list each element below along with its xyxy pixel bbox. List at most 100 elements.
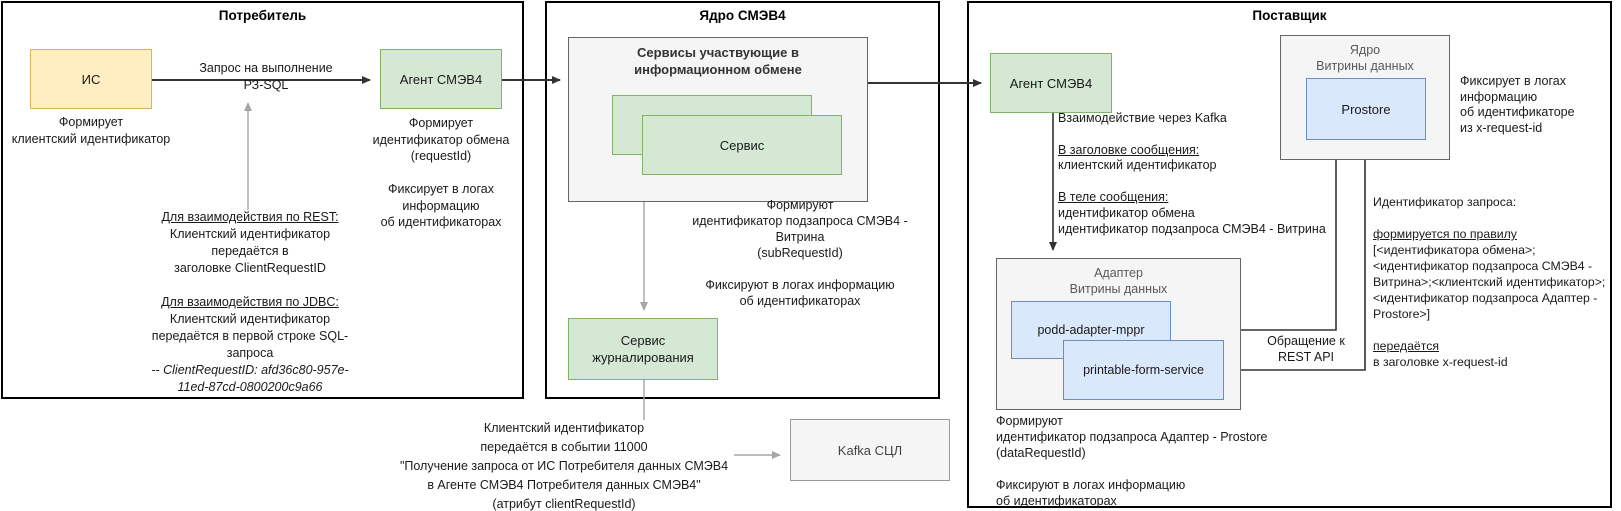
text-line [996, 461, 1296, 477]
provider-section-title: Поставщик [1252, 8, 1327, 23]
text-line: формируется по правилу [1373, 227, 1517, 241]
core-section-title: Ядро СМЭВ4 [699, 8, 786, 23]
text-line: об идентификаторах [996, 494, 1117, 508]
text-line: Для взаимодействия по JDBC: [161, 295, 339, 309]
text-line: Формируют [996, 414, 1063, 428]
text-line: Формирует [58, 115, 124, 129]
is-system-caption: Формирует клиентский идентификатор [5, 114, 177, 148]
text-line: клиентский идентификатор [11, 132, 171, 146]
consumer-section-title: Потребитель [218, 8, 307, 23]
text-line: 11ed-87cd-0800200c9a66 [177, 380, 323, 394]
text-line: "Получение запроса от ИС Потребителя дан… [399, 459, 729, 473]
event-11000-note: Клиентский идентификатор передаётся в соб… [385, 419, 743, 511]
provider-section: Поставщик [967, 1, 1612, 508]
text-line: Формируют [766, 198, 834, 212]
services-caption: Формируют идентификатор подзапроса СМЭВ4 … [655, 197, 945, 309]
printable-form-service-box: printable-form-service [1063, 340, 1224, 400]
text-line: REST API [1277, 350, 1335, 364]
consumer-agent-box: Агент СМЭВ4 [380, 49, 502, 109]
text-line: (атрибут clientRequestId) [492, 497, 636, 511]
text-line: Адаптер [1094, 266, 1143, 280]
text-line: <идентификатор подзапроса Адаптер - [1373, 291, 1598, 305]
text-line: об идентификаторах [739, 294, 861, 308]
text-line: из x-request-id [1460, 120, 1543, 135]
podd-adapter-label: podd-adapter-mppr [1037, 323, 1145, 337]
text-line [346, 165, 536, 182]
kafka-scl-label: Kafka СЦЛ [837, 442, 903, 458]
text-line [1058, 174, 1343, 190]
text-line: (dataRequestId) [996, 446, 1086, 460]
text-line: в заголовке x-request-id [1373, 355, 1508, 369]
text-line: Обращение к [1267, 334, 1345, 348]
text-line: заголовке ClientRequestID [174, 261, 326, 275]
provider-agent-box: Агент СМЭВ4 [990, 53, 1112, 113]
text-line: Фиксируют в логах информацию [705, 278, 895, 292]
text-line: Витрины данных [1069, 282, 1168, 296]
prostore-label: Prostore [1341, 101, 1391, 117]
text-line: Клиентский идентификатор [483, 421, 645, 435]
text-line: информацию [1460, 89, 1538, 104]
text-line: Клиентский идентификатор [169, 312, 331, 326]
text-line: журналирования [592, 350, 694, 365]
text-line [118, 277, 382, 294]
text-line: Ядро [1349, 43, 1381, 57]
consumer-section: Потребитель [1, 1, 524, 399]
text-line: об идентификаторах [380, 215, 502, 229]
is-system-box: ИС [30, 49, 152, 109]
text-line [1373, 322, 1621, 338]
text-line: идентификатор подзапроса СМЭВ4 - Витрина [1058, 221, 1326, 236]
text-line: передаётся в [211, 244, 289, 258]
text-line: -- ClientRequestID: afd36c80-957e- [151, 363, 349, 377]
text-line: Формирует [408, 116, 474, 130]
text-line: информацию [402, 198, 480, 213]
is-system-label: ИС [81, 71, 101, 87]
printable-form-service-label: printable-form-service [1083, 363, 1204, 377]
service-box: Сервис [642, 115, 842, 175]
provider-agent-label: Агент СМЭВ4 [1009, 75, 1093, 91]
service-label: Сервис [719, 137, 765, 153]
text-line: Витрины данных [1316, 59, 1414, 73]
text-line: запроса [226, 346, 274, 360]
text-line: об идентификаторе [1460, 105, 1575, 119]
adapter-caption: Формируют идентификатор подзапроса Адапте… [996, 413, 1296, 509]
text-line: Фиксируют в логах информацию [996, 478, 1186, 492]
kafka-scl-box: Kafka СЦЛ [790, 419, 950, 481]
text-line: Сервис [620, 333, 666, 348]
core-section: Ядро СМЭВ4 [545, 1, 940, 399]
text-line: Для взаимодействия по REST: [161, 210, 339, 224]
text-line: Сервисы участвующие в [637, 45, 799, 60]
text-line: Фиксирует в логах [1460, 74, 1566, 88]
text-line: Запрос на выполнение [199, 61, 333, 75]
text-line: передаётся в событии 11000 [480, 440, 648, 454]
kafka-interaction-note: Взаимодействие через Kafka В заголовке с… [1058, 111, 1343, 237]
request-id-note: Идентификатор запроса: формируется по пр… [1373, 194, 1621, 370]
logging-service-box: Сервис журналирования [568, 318, 718, 380]
text-line: Витрина>;<клиентский идентификатор>; [1373, 275, 1606, 289]
text-line [1373, 210, 1621, 226]
text-line: В теле сообщения: [1058, 189, 1169, 204]
text-line: идентификатор подзапроса СМЭВ4 - [692, 214, 908, 228]
text-line: Взаимодействие через Kafka [1058, 111, 1227, 125]
text-line [655, 261, 945, 277]
text-line: В заголовке сообщения: [1058, 142, 1200, 157]
text-line: идентификатор обмена [1058, 205, 1195, 220]
rest-api-label: Обращение к REST API [1254, 333, 1358, 365]
text-line: [<идентификатора обмена>; [1373, 243, 1536, 257]
text-line: (requestId) [410, 149, 472, 163]
text-line: клиентский идентификатор [1058, 158, 1217, 173]
text-line: (subRequestId) [757, 246, 843, 260]
consumer-note: Для взаимодействия по REST: Клиентский ид… [118, 209, 382, 396]
text-line: Идентификатор запроса: [1373, 195, 1517, 209]
consumer-agent-label: Агент СМЭВ4 [399, 71, 483, 87]
text-line: Витрина [775, 230, 825, 244]
text-line: идентификатор подзапроса Адаптер - Prost… [996, 430, 1268, 444]
text-line: Prostore>] [1373, 307, 1431, 321]
text-line: Фиксирует в логах [388, 182, 494, 196]
text-line: в Агенте СМЭВ4 Потребителя данных СМЭВ4" [427, 478, 701, 492]
